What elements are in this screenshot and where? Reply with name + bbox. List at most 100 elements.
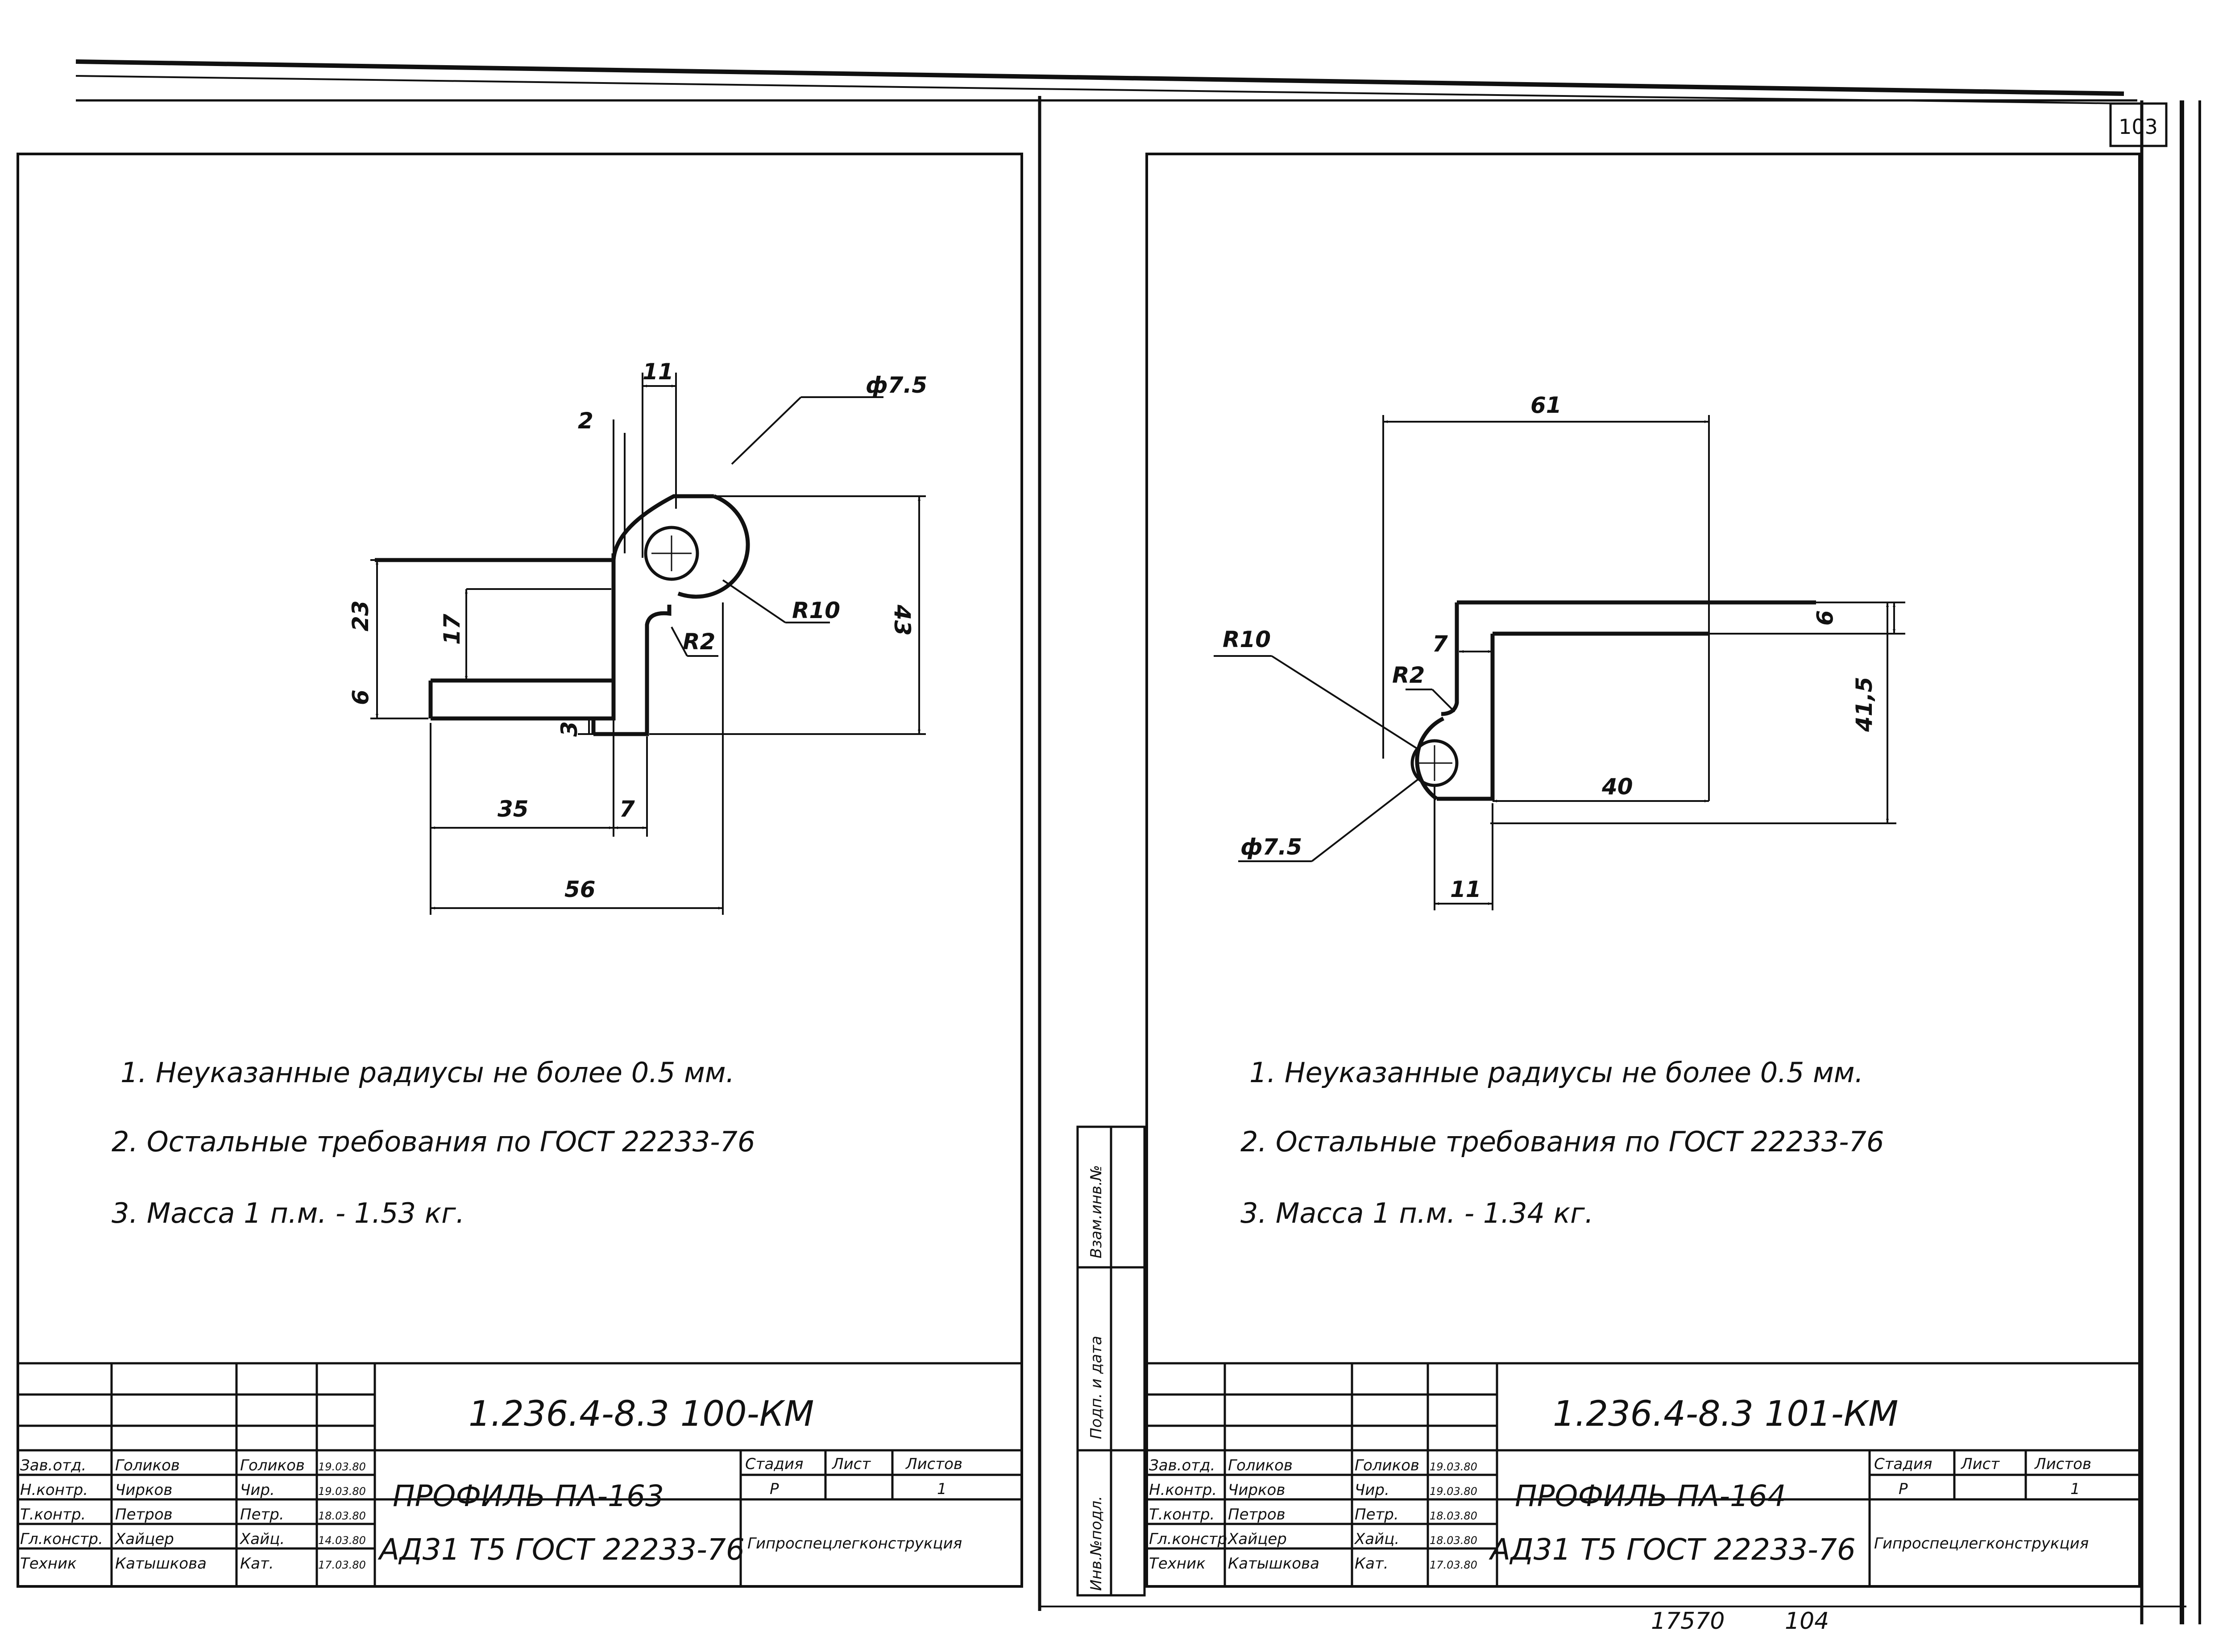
stage-header-left: Стадия bbox=[745, 1455, 803, 1473]
note-3: 3. Масса 1 п.м. - 1.53 кг. bbox=[112, 1197, 464, 1229]
sheets-header-left: Листов bbox=[905, 1455, 962, 1473]
row-name: Хайцер bbox=[114, 1530, 174, 1548]
row-date: 18.03.80 bbox=[1430, 1510, 1477, 1522]
signature-row: Гл.констр. Хайцер Хайц. 18.03.80 bbox=[1149, 1530, 1477, 1548]
row-date: 19.03.80 bbox=[1430, 1485, 1477, 1498]
note-3: 3. Масса 1 п.м. - 1.34 кг. bbox=[1240, 1197, 1593, 1229]
sheet-right: 61 R10 R2 7 6 41,5 40 ф7.5 11 1. Неуказа… bbox=[1145, 153, 2141, 1588]
dim-6-left: 6 bbox=[348, 689, 373, 705]
dim-35: 35 bbox=[498, 796, 529, 822]
dim-2: 2 bbox=[578, 408, 593, 434]
row-role: Техник bbox=[20, 1555, 77, 1573]
signature-row: Н.контр. Чирков Чир. 19.03.80 bbox=[20, 1481, 366, 1499]
row-date: 17.03.80 bbox=[318, 1559, 366, 1571]
dim-7-left: 7 bbox=[619, 796, 635, 822]
dim-r2-left: R2 bbox=[683, 629, 715, 655]
page-frame bbox=[75, 59, 2201, 1624]
note-1: 1. Неуказанные радиусы не более 0.5 мм. bbox=[120, 1056, 734, 1089]
material-left: АД31 Т5 ГОСТ 22233-76 bbox=[377, 1532, 745, 1567]
next-page-number: 104 bbox=[1785, 1608, 1829, 1635]
stamp-vzam: Взам.инв.№ bbox=[1087, 1165, 1105, 1258]
dim-61: 61 bbox=[1530, 392, 1562, 418]
hole-left bbox=[644, 526, 699, 581]
title-block-left: 1.236.4-8.3 100-КМ ПРОФИЛЬ ПА-163 АД31 Т… bbox=[18, 1362, 1022, 1586]
stage-value-left: Р bbox=[770, 1480, 779, 1498]
note-1: 1. Неуказанные радиусы не более 0.5 мм. bbox=[1249, 1056, 1863, 1089]
note-2: 2. Остальные требования по ГОСТ 22233-76 bbox=[112, 1125, 755, 1158]
sheet-left: 11 2 ф7.5 R10 R2 23 17 43 6 3 35 7 56 1.… bbox=[17, 153, 1023, 1588]
row-signature: Петр. bbox=[240, 1506, 284, 1523]
page-number-box: 103 bbox=[2109, 102, 2168, 147]
row-signature: Кат. bbox=[1355, 1555, 1389, 1573]
drawing-code-right: 1.236.4-8.3 101-КМ bbox=[1553, 1394, 1898, 1434]
signature-row: Т.контр. Петров Петр. 18.03.80 bbox=[1149, 1506, 1477, 1523]
sheet-header-left: Лист bbox=[831, 1455, 871, 1473]
profile-title-left: ПРОФИЛЬ ПА-163 bbox=[393, 1479, 664, 1513]
row-signature: Голиков bbox=[240, 1457, 305, 1474]
dim-41-5: 41,5 bbox=[1851, 677, 1877, 732]
sheet-left-frame bbox=[17, 153, 1023, 1588]
dim-r10-left: R10 bbox=[792, 598, 840, 623]
row-date: 18.03.80 bbox=[318, 1510, 366, 1522]
sheet-right-frame bbox=[1145, 153, 2141, 1588]
side-stamp: Взам.инв.№ Подп. и дата Инв.№подл. bbox=[1076, 1125, 1146, 1597]
page-number: 103 bbox=[2119, 115, 2158, 139]
profile-pa163 bbox=[375, 494, 750, 736]
sheets-value-right: 1 bbox=[2070, 1480, 2080, 1498]
dimensions-left bbox=[370, 373, 926, 915]
notes-right: 1. Неуказанные радиусы не более 0.5 мм. … bbox=[1240, 1056, 1884, 1229]
row-role: Зав.отд. bbox=[20, 1457, 86, 1474]
signature-row: Техник Катышкова Кат. 17.03.80 bbox=[1149, 1555, 1477, 1573]
dim-43: 43 bbox=[889, 604, 915, 636]
row-name: Петров bbox=[1228, 1506, 1286, 1523]
stage-header-right: Стадия bbox=[1874, 1455, 1932, 1473]
row-name: Чирков bbox=[115, 1481, 172, 1499]
row-date: 19.03.80 bbox=[318, 1485, 366, 1498]
stage-value-right: Р bbox=[1899, 1480, 1908, 1498]
row-role: Гл.констр. bbox=[20, 1530, 103, 1548]
stamp-inv: Инв.№подл. bbox=[1087, 1496, 1105, 1591]
sheets-header-right: Листов bbox=[2034, 1455, 2091, 1473]
row-signature: Хайц. bbox=[1354, 1530, 1399, 1548]
signature-row: Т.контр. Петров Петр. 18.03.80 bbox=[20, 1506, 366, 1523]
row-signature: Чир. bbox=[240, 1481, 275, 1499]
dim-6-right: 6 bbox=[1812, 610, 1838, 626]
row-date: 18.03.80 bbox=[1430, 1534, 1477, 1547]
dim-11-right: 11 bbox=[1450, 876, 1481, 902]
sheet-header-right: Лист bbox=[1960, 1455, 2000, 1473]
profile-title-right: ПРОФИЛЬ ПА-164 bbox=[1515, 1479, 1786, 1513]
dim-diameter-left: ф7.5 bbox=[866, 372, 927, 398]
row-role: Н.контр. bbox=[20, 1481, 88, 1499]
sheets-value-left: 1 bbox=[937, 1480, 947, 1498]
signature-row: Гл.констр. Хайцер Хайц. 14.03.80 bbox=[20, 1530, 366, 1548]
row-signature: Кат. bbox=[240, 1555, 274, 1573]
row-role: Зав.отд. bbox=[1149, 1457, 1215, 1474]
dimension-labels-right: 61 R10 R2 7 6 41,5 40 ф7.5 11 bbox=[1223, 392, 1877, 902]
row-date: 14.03.80 bbox=[318, 1534, 366, 1547]
row-date: 19.03.80 bbox=[1430, 1461, 1477, 1473]
row-name: Голиков bbox=[115, 1457, 180, 1474]
row-role: Н.контр. bbox=[1149, 1481, 1217, 1499]
organization-right: Гипроспецлегконструкция bbox=[1874, 1535, 2089, 1552]
notes-left: 1. Неуказанные радиусы не более 0.5 мм. … bbox=[112, 1056, 755, 1229]
row-role: Т.контр. bbox=[20, 1506, 86, 1523]
row-date: 17.03.80 bbox=[1430, 1559, 1477, 1571]
signature-row: Зав.отд. Голиков Голиков 19.03.80 bbox=[20, 1457, 366, 1474]
dim-r10-right: R10 bbox=[1223, 627, 1271, 652]
dimensions-right bbox=[1214, 415, 1905, 910]
dim-11-top: 11 bbox=[643, 359, 674, 385]
dimension-labels-left: 11 2 ф7.5 R10 R2 23 17 43 6 3 35 7 56 bbox=[348, 359, 927, 902]
dim-56: 56 bbox=[564, 876, 596, 902]
signature-row: Н.контр. Чирков Чир. 19.03.80 bbox=[1149, 1481, 1477, 1499]
row-name: Катышкова bbox=[115, 1555, 207, 1573]
dim-23: 23 bbox=[348, 600, 373, 631]
row-role: Т.контр. bbox=[1149, 1506, 1215, 1523]
dim-diameter-right: ф7.5 bbox=[1240, 834, 1302, 860]
signature-row: Техник Катышкова Кат. 17.03.80 bbox=[20, 1555, 366, 1573]
dim-40: 40 bbox=[1601, 774, 1633, 800]
note-2: 2. Остальные требования по ГОСТ 22233-76 bbox=[1240, 1125, 1884, 1158]
row-name: Голиков bbox=[1228, 1457, 1293, 1474]
drawing-code-left: 1.236.4-8.3 100-КМ bbox=[469, 1394, 814, 1434]
organization-left: Гипроспецлегконструкция bbox=[747, 1535, 962, 1552]
dim-3: 3 bbox=[556, 721, 582, 737]
